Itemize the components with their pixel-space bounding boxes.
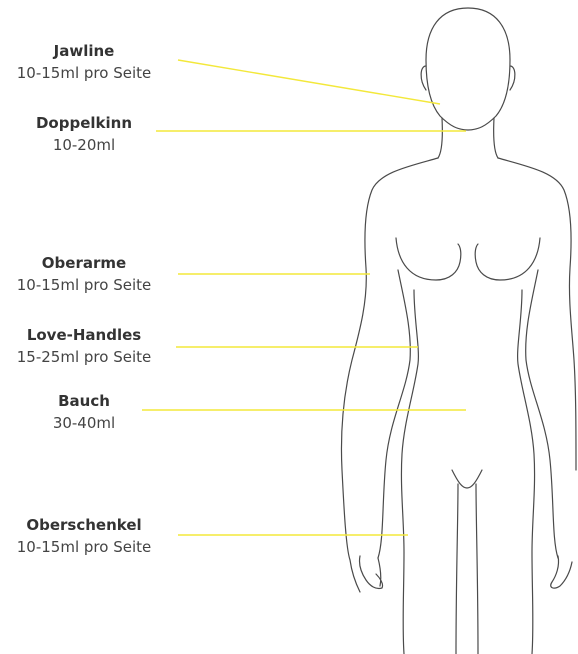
right-ear	[510, 66, 515, 90]
zone-name: Bauch	[0, 390, 168, 412]
right-torso	[498, 158, 576, 470]
zone-amount: 10-15ml pro Seite	[0, 274, 168, 296]
right-hand	[551, 556, 572, 588]
inner-leg-right	[476, 484, 478, 654]
right-breast	[475, 238, 540, 280]
zone-label-jawline: Jawline 10-15ml pro Seite	[0, 40, 168, 84]
right-inner-arm	[526, 270, 558, 558]
neck-right	[494, 118, 498, 158]
zone-name: Doppelkinn	[0, 112, 168, 134]
zone-amount: 10-20ml	[0, 134, 168, 156]
left-ear	[421, 66, 426, 90]
crotch	[452, 470, 482, 488]
zone-label-oberarme: Oberarme 10-15ml pro Seite	[0, 252, 168, 296]
zone-name: Oberarme	[0, 252, 168, 274]
zone-label-bauch: Bauch 30-40ml	[0, 390, 168, 434]
zone-amount: 10-15ml pro Seite	[0, 62, 168, 84]
zone-name: Love-Handles	[0, 324, 168, 346]
neck-left	[438, 118, 442, 158]
leader-line-jawline	[178, 60, 440, 104]
zone-name: Jawline	[0, 40, 168, 62]
inner-leg-left	[456, 484, 458, 654]
zone-label-oberschenkel: Oberschenkel 10-15ml pro Seite	[0, 514, 168, 558]
zone-label-love-handles: Love-Handles 15-25ml pro Seite	[0, 324, 168, 368]
zone-name: Oberschenkel	[0, 514, 168, 536]
zone-amount: 10-15ml pro Seite	[0, 536, 168, 558]
head-outline	[426, 8, 510, 130]
left-breast	[396, 238, 461, 280]
zone-label-doppelkinn: Doppelkinn 10-20ml	[0, 112, 168, 156]
zone-amount: 15-25ml pro Seite	[0, 346, 168, 368]
left-torso	[341, 158, 438, 592]
left-hand	[359, 556, 382, 589]
zone-amount: 30-40ml	[0, 412, 168, 434]
left-inner-arm	[378, 270, 410, 558]
